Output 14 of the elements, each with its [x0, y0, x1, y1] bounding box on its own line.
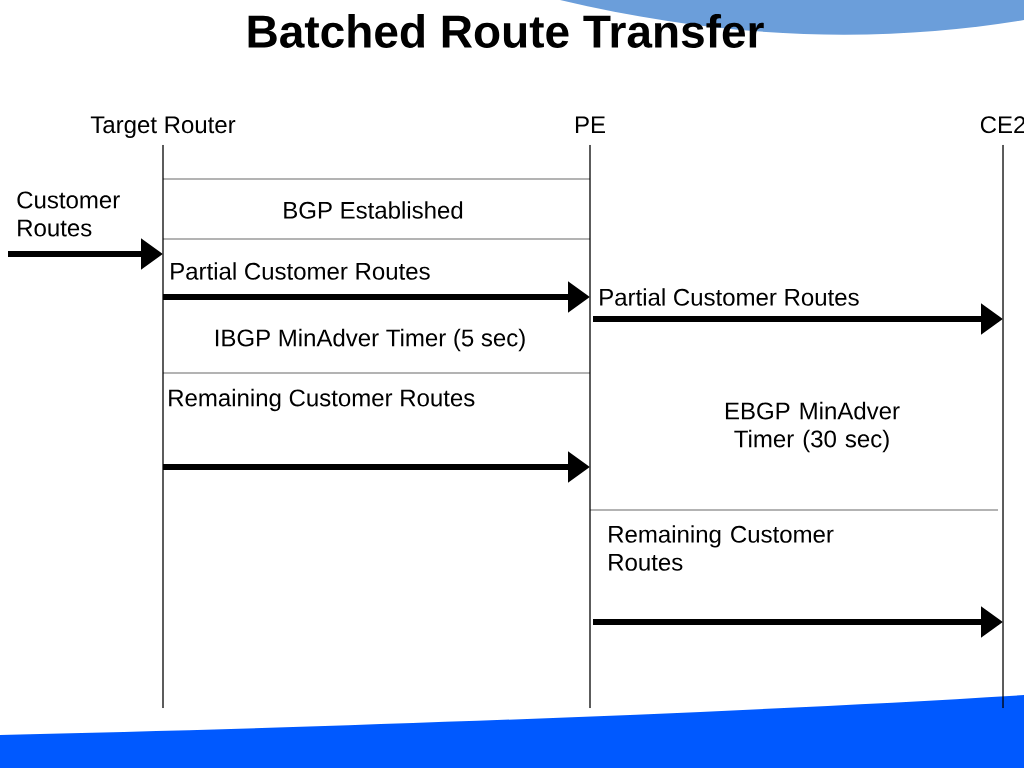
title: Batched Route Transfer: [248, 14, 764, 48]
timer-label: BGP Established: [284, 201, 463, 219]
edge-label: Partial Customer Routes: [171, 262, 430, 280]
edge-label: Customer Routes: [17, 191, 120, 237]
edge-label: Partial Customer Routes: [600, 288, 859, 306]
lifeline-label: PE: [576, 116, 605, 133]
lifeline: [162, 144, 164, 709]
timer-label: IBGP MinAdver Timer (5 sec): [215, 328, 525, 352]
edge-label: Remaining Customer Routes: [169, 388, 475, 412]
lifeline: [1002, 144, 1004, 709]
lifeline: [589, 144, 591, 709]
lifeline-label: Target Router: [90, 116, 236, 138]
timer-label: EBGP MinAdver Timer (30 sec): [725, 401, 900, 453]
edge-label: Remaining Customer Routes: [609, 525, 834, 571]
